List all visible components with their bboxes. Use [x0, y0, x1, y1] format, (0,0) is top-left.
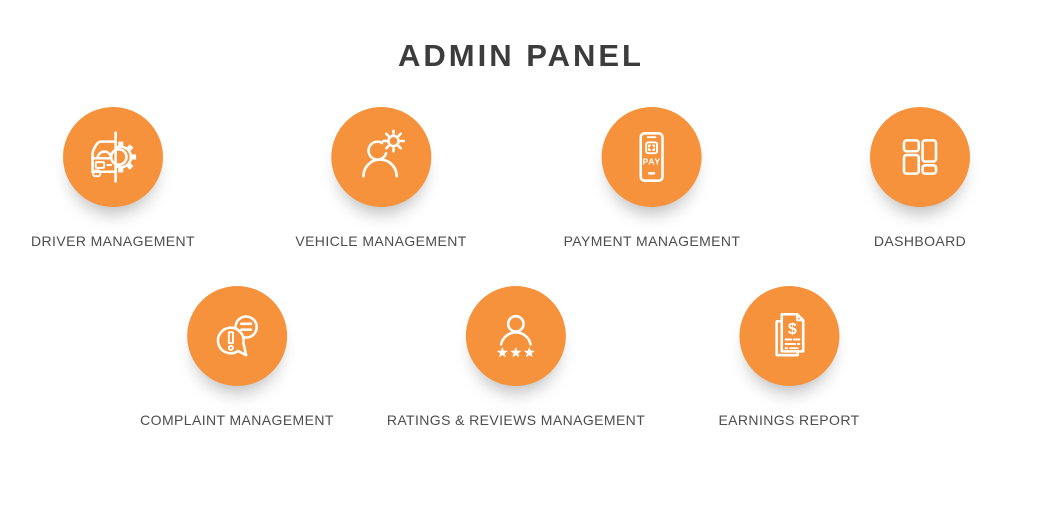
dollar-sign-text: $: [787, 321, 796, 338]
earnings-report-label: EARNINGS REPORT: [718, 412, 860, 428]
dashboard-grid-icon: [902, 139, 938, 175]
driver-management-circle: [63, 107, 163, 207]
earnings-report-circle: $: [738, 286, 839, 386]
complaint-management-label: COMPLAINT MANAGEMENT: [140, 412, 334, 428]
ratings-reviews-label: RATINGS & REVIEWS MANAGEMENT: [386, 412, 646, 428]
complaint-management-circle: [187, 286, 287, 386]
dashboard-label: DASHBOARD: [873, 233, 967, 249]
dollar-document-icon: $: [774, 312, 805, 357]
module-driver-management: DRIVER MANAGEMENT: [31, 107, 195, 249]
driver-management-label: DRIVER MANAGEMENT: [31, 233, 195, 249]
module-earnings-report: $ EARNINGS REPORT: [718, 286, 859, 428]
page-title: ADMIN PANEL: [398, 38, 644, 73]
payment-management-label: PAYMENT MANAGEMENT: [563, 233, 741, 249]
module-payment-management: PAY PAYMENT MANAGEMENT: [564, 107, 741, 249]
vehicle-management-label: VEHICLE MANAGEMENT: [295, 233, 467, 249]
payment-management-circle: PAY: [602, 107, 702, 207]
module-dashboard: DASHBOARD: [870, 107, 970, 249]
module-vehicle-management: VEHICLE MANAGEMENT: [295, 107, 466, 249]
phone-pay-icon: PAY: [639, 132, 665, 182]
vehicle-management-circle: [331, 107, 431, 207]
module-complaint-management: COMPLAINT MANAGEMENT: [140, 286, 334, 428]
pay-text: PAY: [643, 157, 661, 167]
car-gear-icon: [91, 131, 137, 183]
module-ratings-reviews: RATINGS & REVIEWS MANAGEMENT: [387, 286, 645, 428]
dashboard-circle: [870, 107, 970, 207]
person-gear-icon: [361, 129, 405, 178]
person-stars-icon: [497, 314, 535, 358]
chat-bubbles-complaint-icon: [216, 315, 258, 357]
ratings-reviews-circle: [466, 286, 566, 386]
